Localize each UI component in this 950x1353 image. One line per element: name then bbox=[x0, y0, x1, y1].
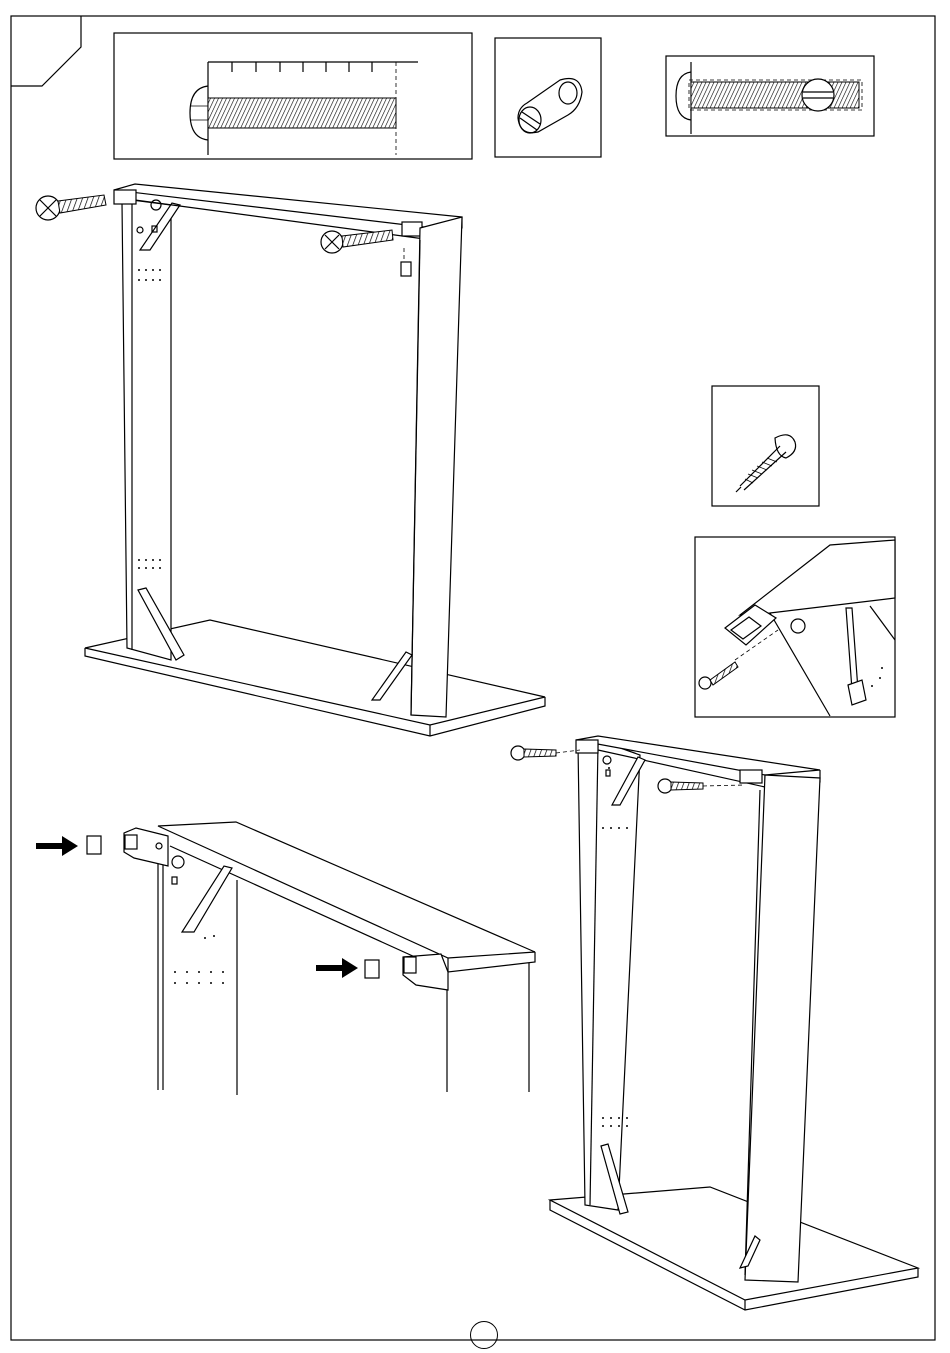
assembly-step-screw-rail bbox=[511, 736, 918, 1310]
screw-icon bbox=[511, 746, 580, 760]
right-side-panel bbox=[372, 217, 462, 717]
rail-step-right-panel bbox=[745, 775, 820, 1282]
bolt-measured-panel bbox=[114, 33, 472, 159]
wood-screw-panel bbox=[712, 386, 819, 506]
corner-block-left bbox=[114, 190, 136, 204]
rail-corner-block-left bbox=[576, 740, 598, 753]
cap-step-brace bbox=[182, 866, 232, 932]
bolt-icon bbox=[36, 195, 106, 220]
rail-step-left-panel bbox=[578, 740, 640, 1210]
bolt-icon bbox=[321, 230, 393, 253]
rail-corner-block-right bbox=[740, 770, 762, 783]
corner-cap-left bbox=[87, 836, 101, 854]
bolt-with-cam-nut-icon bbox=[676, 62, 862, 134]
cam-nut-panel bbox=[495, 38, 601, 157]
cap-corner-block-right bbox=[403, 954, 448, 990]
page-number bbox=[470, 1321, 498, 1349]
detail-corner-screw-panel bbox=[695, 537, 895, 717]
step-corner-tab bbox=[11, 16, 81, 86]
bolt-cam-panel bbox=[666, 56, 874, 136]
cam-nut-icon bbox=[518, 79, 582, 134]
assembly-step-corner-caps bbox=[36, 822, 535, 1095]
corner-cap-right bbox=[365, 960, 379, 978]
bolt-measured-icon bbox=[190, 62, 418, 155]
insert-arrow-icon bbox=[316, 958, 358, 978]
screw-icon bbox=[658, 779, 745, 793]
screw-icon bbox=[699, 662, 738, 689]
insert-arrow-icon bbox=[36, 836, 78, 856]
detail-brace bbox=[846, 608, 858, 690]
wood-screw-icon bbox=[736, 435, 796, 492]
corner-block-right bbox=[402, 222, 422, 236]
assembly-step-side-panels bbox=[36, 184, 545, 736]
left-side-panel bbox=[122, 200, 184, 660]
detail-top-panel bbox=[740, 540, 895, 615]
